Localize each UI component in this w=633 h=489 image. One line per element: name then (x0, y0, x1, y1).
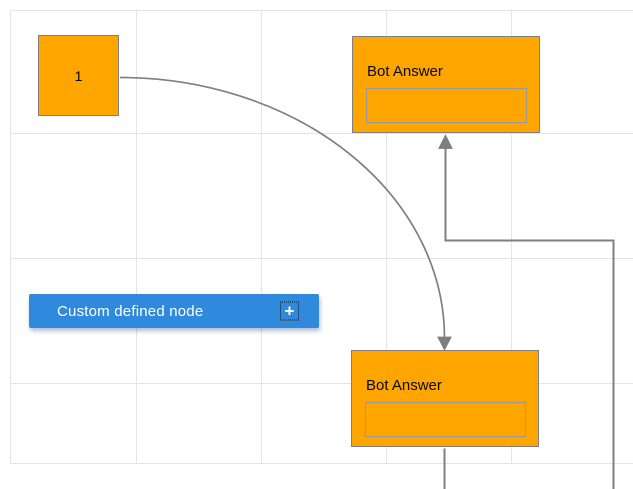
connectors (119, 76, 615, 489)
node-bot-answer-bottom[interactable]: Bot Answer (351, 350, 539, 447)
custom-defined-node-label: Custom defined node (57, 302, 204, 320)
custom-defined-node-button[interactable]: Custom defined node + (29, 294, 319, 328)
node-title: Bot Answer (367, 63, 443, 80)
connector-curve-start-to-bottom-node[interactable] (119, 76, 446, 339)
canvas-border (10, 10, 633, 464)
add-node-plus-icon[interactable]: + (280, 301, 299, 321)
node-title: Bot Answer (366, 377, 442, 394)
arrowhead-up-icon (438, 134, 453, 149)
node-start-label: 1 (74, 67, 83, 84)
grid-horizontal-lines (11, 133, 633, 384)
connector-orthogonal-to-top-node[interactable] (444, 147, 615, 489)
grid-vertical-lines (136, 11, 512, 463)
bot-answer-input[interactable] (365, 402, 526, 437)
bot-answer-input[interactable] (366, 88, 527, 123)
node-start[interactable]: 1 (38, 35, 119, 116)
arrowhead-down-icon (437, 336, 452, 351)
node-bot-answer-top[interactable]: Bot Answer (352, 36, 540, 133)
